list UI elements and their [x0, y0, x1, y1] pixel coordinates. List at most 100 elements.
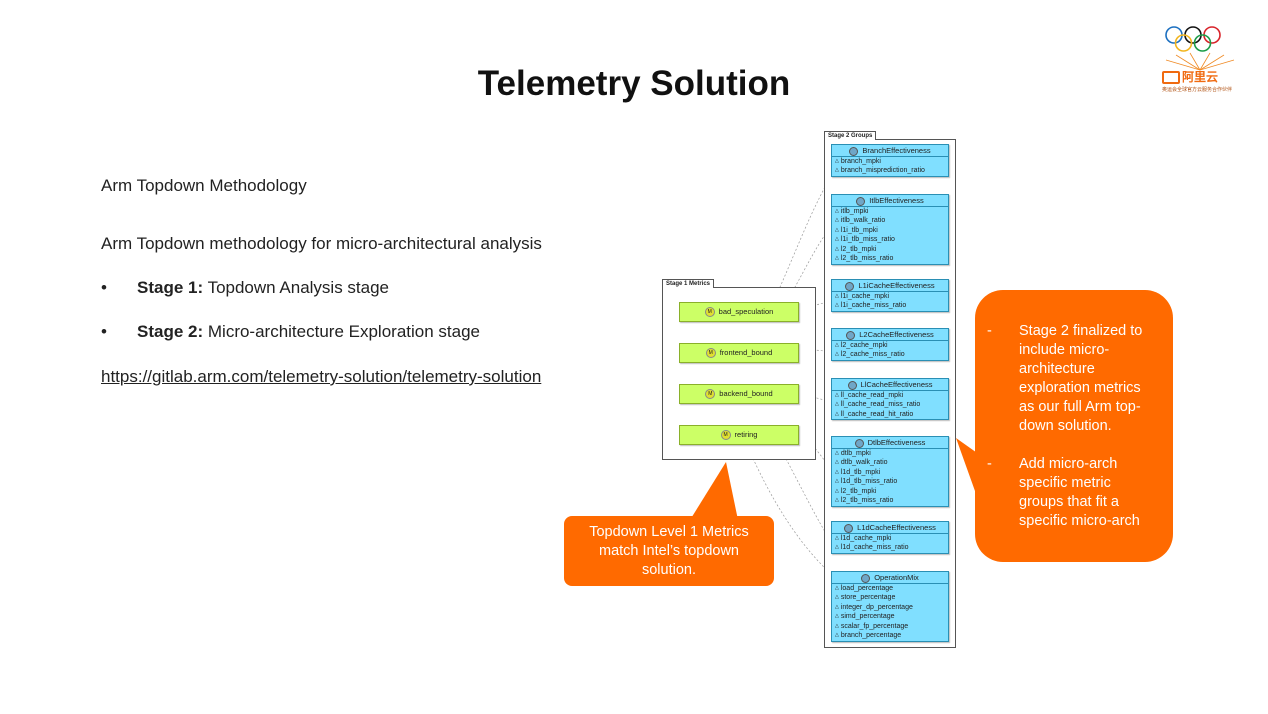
group-metric: branch_mpki — [832, 157, 948, 166]
stage1-metric-label: bad_speculation — [718, 307, 774, 316]
metric-group: LlCacheEffectiveness ll_cache_read_mpki … — [831, 378, 949, 421]
group-metric: load_percentage — [832, 584, 948, 593]
group-badge-icon — [845, 281, 855, 291]
callout-dash: - — [987, 323, 992, 339]
metric-badge-icon: M — [705, 389, 716, 400]
metric-group: ItlbEffectiveness itlb_mpki itlb_walk_ra… — [831, 194, 949, 265]
callout-line: architecture — [1019, 361, 1095, 377]
group-metric: l2_cache_miss_ratio — [832, 350, 948, 359]
group-metric: l1d_tlb_mpki — [832, 468, 948, 477]
brand-text: 阿里云 — [1182, 70, 1219, 84]
group-metric: l2_tlb_mpki — [832, 245, 948, 254]
metric-badge-icon: M — [720, 430, 731, 441]
callout-line: specific micro-arch — [1019, 513, 1140, 529]
olympic-rings-icon — [1165, 26, 1221, 52]
group-badge-icon — [856, 196, 866, 206]
group-metric: l2_tlb_mpki — [832, 487, 948, 496]
group-badge-icon — [854, 438, 864, 448]
bullet-item: • Stage 1: Topdown Analysis stage — [101, 278, 389, 298]
group-metric: l1i_cache_miss_ratio — [832, 301, 948, 310]
group-name: L2CacheEffectiveness — [859, 330, 934, 339]
group-badge-icon — [844, 523, 854, 533]
group-name: OperationMix — [874, 573, 919, 582]
group-metric: itlb_mpki — [832, 207, 948, 216]
stage1-package-label: Stage 1 Metrics — [662, 279, 715, 288]
repository-link[interactable]: https://gitlab.arm.com/telemetry-solutio… — [101, 367, 542, 386]
group-metric: branch_misprediction_ratio — [832, 166, 948, 175]
group-metric: l1i_tlb_mpki — [832, 226, 948, 235]
callout-line: include micro- — [1019, 342, 1110, 358]
stage1-callout: Topdown Level 1 Metrics match Intel’s to… — [564, 516, 774, 586]
group-metric: l1d_tlb_miss_ratio — [832, 477, 948, 486]
callout-line: down solution. — [1019, 418, 1112, 434]
group-metric: dtlb_mpki — [832, 449, 948, 458]
group-metric: l1i_tlb_miss_ratio — [832, 235, 948, 244]
callout-line: specific metric — [1019, 475, 1111, 491]
callout-line: solution. — [641, 562, 696, 578]
group-metric: ll_cache_read_mpki — [832, 391, 948, 400]
stage2-package-label: Stage 2 Groups — [824, 131, 877, 140]
bullet-marker: • — [101, 278, 107, 297]
metric-group: BranchEffectiveness branch_mpki branch_m… — [831, 144, 949, 177]
sunburst-icon — [1165, 52, 1235, 71]
group-metric: itlb_walk_ratio — [832, 216, 948, 225]
group-name: L1dCacheEffectiveness — [857, 523, 936, 532]
group-metric: l2_cache_mpki — [832, 341, 948, 350]
callout-dash: - — [987, 456, 992, 472]
slide-title: Telemetry Solution — [477, 64, 791, 103]
group-badge-icon — [861, 573, 871, 583]
callout-line: Add micro-arch — [1019, 456, 1118, 472]
callout-line: as our full Arm top- — [1019, 399, 1141, 415]
group-metric: branch_percentage — [832, 631, 948, 640]
callout-line: Stage 2 finalized to — [1019, 323, 1143, 339]
intro-text: Arm Topdown methodology for micro-archit… — [101, 234, 542, 253]
group-name: BranchEffectiveness — [862, 146, 931, 155]
group-metric: ll_cache_read_hit_ratio — [832, 410, 948, 419]
section-heading: Arm Topdown Methodology — [101, 176, 307, 195]
group-metric: l2_tlb_miss_ratio — [832, 254, 948, 263]
group-badge-icon — [847, 380, 857, 390]
group-metric: l1d_cache_mpki — [832, 534, 948, 543]
stage2-groups-package: Stage 2 Groups BranchEffectiveness branc… — [824, 131, 956, 648]
metric-badge-icon: M — [704, 307, 715, 318]
bullet-bold-label: Stage 1: — [137, 278, 204, 297]
group-name: LlCacheEffectiveness — [860, 380, 933, 389]
group-name: DtlbEffectiveness — [867, 438, 926, 447]
group-name: L1iCacheEffectiveness — [858, 281, 935, 290]
callout-line: exploration metrics — [1019, 380, 1141, 396]
cloud-brand-mark: 阿里云 — [1162, 70, 1238, 85]
group-metric: l2_tlb_miss_ratio — [832, 496, 948, 505]
metric-group: OperationMix load_percentage store_perce… — [831, 571, 949, 642]
metric-group: DtlbEffectiveness dtlb_mpki dtlb_walk_ra… — [831, 436, 949, 507]
sponsor-logo: 阿里云 奥运会全球官方云服务合作伙伴 — [1160, 24, 1240, 96]
left-callout-pointer — [690, 462, 738, 520]
group-name: ItlbEffectiveness — [869, 196, 924, 205]
bullet-text: Topdown Analysis stage — [207, 278, 390, 297]
group-badge-icon — [849, 146, 859, 156]
group-metric: store_percentage — [832, 593, 948, 602]
stage1-metric-label: frontend_bound — [719, 348, 773, 357]
group-metric: l1i_cache_mpki — [832, 292, 948, 301]
metric-group: L1dCacheEffectiveness l1d_cache_mpki l1d… — [831, 521, 949, 554]
metric-group: L2CacheEffectiveness l2_cache_mpki l2_ca… — [831, 328, 949, 361]
metric-group: L1iCacheEffectiveness l1i_cache_mpki l1i… — [831, 279, 949, 312]
group-metric: integer_dp_percentage — [832, 603, 948, 612]
stage1-metric-label: backend_bound — [719, 389, 773, 398]
bullet-text: Micro-architecture Exploration stage — [207, 322, 480, 341]
logo-caption: 奥运会全球官方云服务合作伙伴 — [1162, 87, 1233, 93]
callout-line: match Intel’s topdown — [599, 543, 739, 559]
callout-line: Topdown Level 1 Metrics — [589, 524, 749, 540]
bullet-marker: • — [101, 322, 107, 341]
group-badge-icon — [846, 330, 856, 340]
bullet-bold-label: Stage 2: — [137, 322, 204, 341]
group-metric: dtlb_walk_ratio — [832, 458, 948, 467]
bullet-item: • Stage 2: Micro-architecture Exploration… — [101, 322, 480, 342]
group-metric: ll_cache_read_miss_ratio — [832, 400, 948, 409]
group-metric: l1d_cache_miss_ratio — [832, 543, 948, 552]
callout-line: groups that fit a — [1019, 494, 1119, 510]
